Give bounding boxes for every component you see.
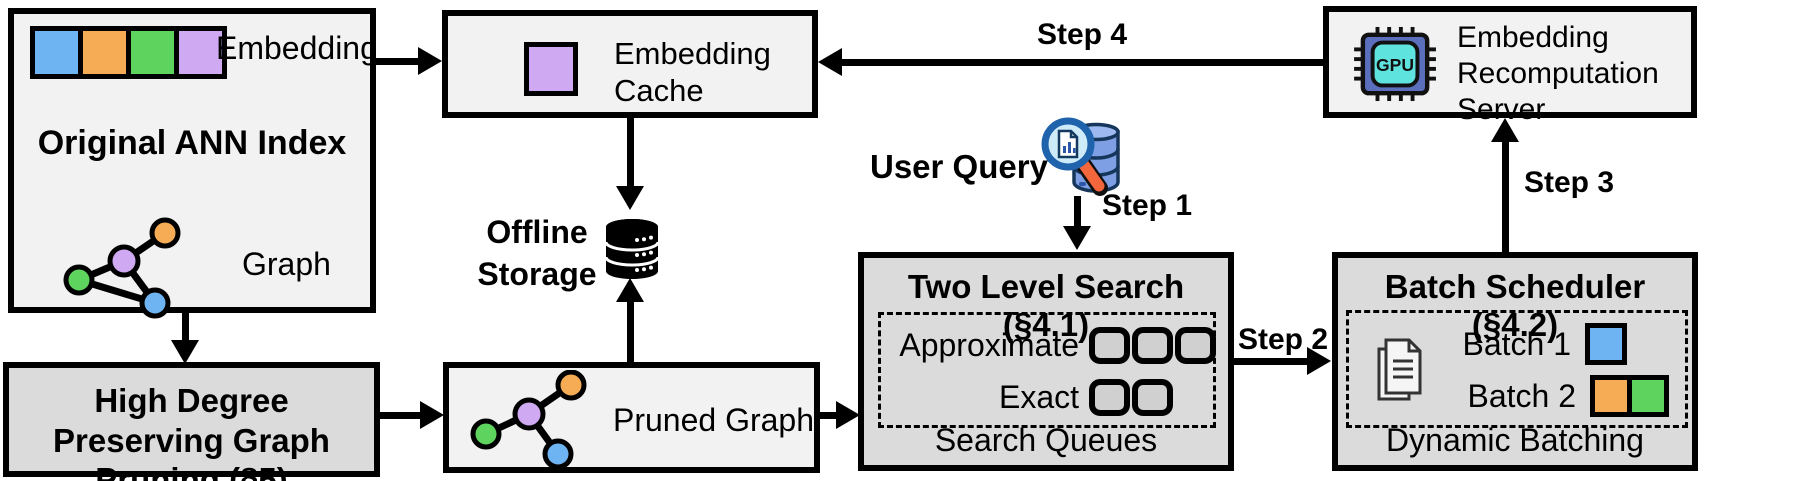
arrow-pruning-to-graph — [380, 412, 422, 419]
high-degree-pruning-title: High Degree Preserving Graph Pruning (§5… — [53, 382, 330, 481]
step-1-label: Step 1 — [1102, 189, 1193, 222]
embedding-chip-orange — [78, 26, 131, 79]
exact-queue-slots — [1089, 378, 1173, 416]
queue-slot — [1132, 378, 1173, 416]
batch-2-row: Batch 2 — [1467, 375, 1669, 417]
approximate-label: Approximate — [899, 326, 1079, 363]
arrow-graph-to-search — [820, 412, 838, 419]
embedding-label: Embedding — [216, 30, 378, 66]
arrowhead-index-to-cache — [418, 47, 442, 75]
documents-icon — [1377, 338, 1422, 401]
exact-queue-row: Exact — [891, 373, 1173, 421]
arrow-graph-to-storage — [627, 300, 634, 362]
approximate-queue-slots — [1089, 326, 1216, 364]
dynamic-batching-panel: Batch 1 Batch 2 — [1346, 310, 1688, 428]
arrowhead-step-3 — [1491, 118, 1519, 142]
approximate-queue-row: Approximate — [891, 321, 1216, 369]
arrowhead-step-2 — [1307, 347, 1331, 375]
original-ann-index-box: Embedding Original ANN Index Graph — [8, 8, 378, 319]
recomputation-server-label: Embedding Recomputation Server — [1457, 21, 1659, 126]
embedding-cache-box: Embedding Cache — [442, 10, 818, 118]
pruned-graph-icon — [470, 370, 587, 470]
user-query-label: User Query — [870, 148, 1048, 185]
gpu-icon-label: GPU — [1376, 55, 1414, 75]
cached-embedding-icon — [524, 42, 578, 96]
arrow-index-to-pruning — [182, 312, 189, 344]
step-4-label: Step 4 — [1036, 18, 1128, 51]
two-level-search-box: Two Level Search (§4.1) Approximate Exac… — [858, 252, 1234, 471]
embedding-chip-green — [126, 26, 179, 79]
user-query-icon — [1041, 117, 1120, 196]
original-ann-index-title: Original ANN Index — [37, 124, 347, 162]
queue-slot — [1132, 326, 1173, 364]
arrowhead-step-4 — [818, 48, 842, 76]
graph-label: Graph — [242, 246, 331, 282]
gpu-icon: GPU — [1354, 26, 1436, 102]
embedding-cache-label: Embedding Cache — [614, 36, 771, 108]
batch-2-item-green — [1627, 375, 1669, 417]
batch-2-item-orange — [1590, 375, 1632, 417]
offline-storage-label: Offline Storage — [477, 214, 597, 292]
queue-slot — [1089, 326, 1130, 364]
embedding-chip-purple — [174, 26, 227, 79]
batch-1-label: Batch 1 — [1462, 325, 1571, 362]
pruned-graph-label: Pruned Graph — [613, 402, 815, 438]
arrowhead-graph-to-search — [836, 401, 860, 429]
dynamic-batching-label: Dynamic Batching — [1386, 422, 1644, 458]
batch-scheduler-box: Batch Scheduler (§4.2) Batch 1 Batch 2 D… — [1332, 252, 1698, 471]
search-queues-panel: Approximate Exact — [878, 312, 1216, 428]
step-3-label: Step 3 — [1524, 166, 1615, 199]
exact-label: Exact — [998, 378, 1079, 415]
arrow-step-2 — [1233, 358, 1309, 365]
recomputation-server-box: GPU Embedding Recomputation Server — [1323, 6, 1697, 126]
batch-2-label: Batch 2 — [1467, 377, 1576, 414]
arrowhead-index-to-pruning — [171, 340, 199, 364]
step-2-label: Step 2 — [1238, 323, 1329, 356]
batch-1-item-blue — [1585, 323, 1627, 365]
graph-icon — [63, 217, 181, 319]
arrowhead-pruning-to-graph — [420, 401, 444, 429]
arrow-step-3 — [1502, 140, 1509, 252]
queue-slot — [1089, 378, 1130, 416]
offline-storage-icon — [604, 219, 660, 279]
arrowhead-cache-to-storage — [616, 186, 644, 210]
arrowhead-graph-to-storage — [616, 278, 644, 302]
arrow-index-to-cache — [376, 58, 420, 65]
search-queues-label: Search Queues — [934, 422, 1158, 458]
high-degree-pruning-box: High Degree Preserving Graph Pruning (§5… — [3, 362, 380, 481]
arrow-step-4 — [840, 59, 1323, 66]
arrow-cache-to-storage — [627, 116, 634, 188]
embedding-vector-icon — [30, 26, 227, 79]
embedding-chip-blue — [30, 26, 83, 79]
arrow-step-1 — [1074, 196, 1081, 228]
queue-slot — [1175, 326, 1216, 364]
pruned-graph-box: Pruned Graph — [443, 362, 820, 473]
batch-1-row: Batch 1 — [1462, 323, 1627, 365]
arrowhead-step-1 — [1063, 226, 1091, 250]
